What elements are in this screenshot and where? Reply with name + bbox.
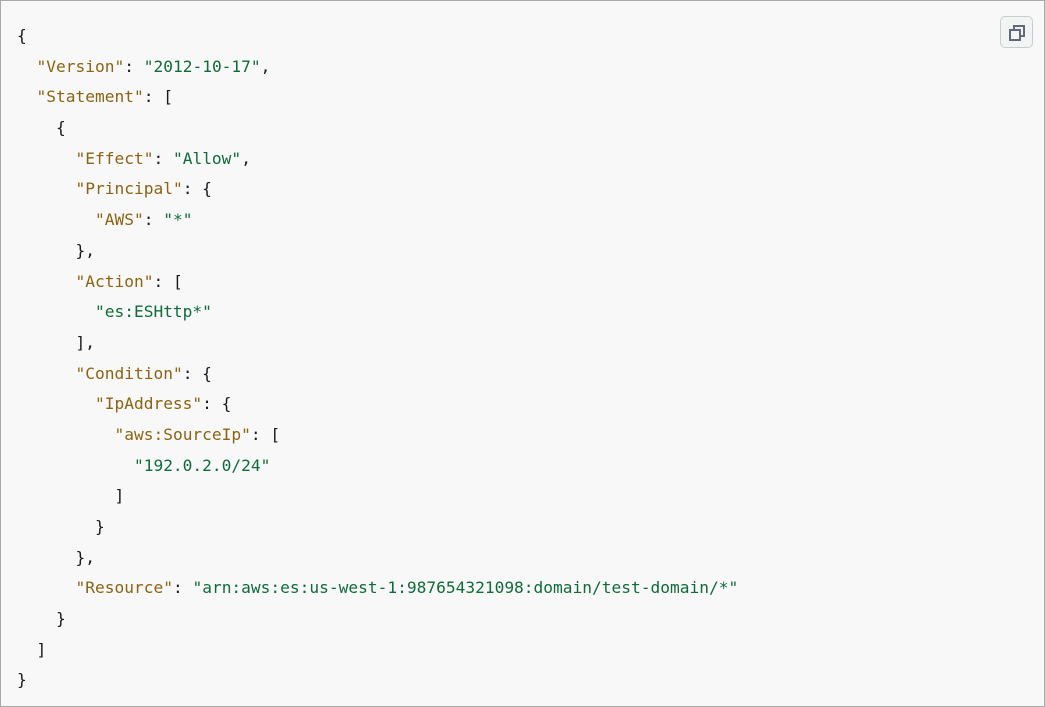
json-string: "192.0.2.0/24" (133, 455, 271, 475)
code-line: ] (17, 481, 738, 512)
json-punctuation: : (172, 578, 193, 598)
json-string: "arn:aws:es:us-west-1:987654321098:domai… (192, 578, 739, 598)
json-punctuation: { (17, 26, 27, 45)
json-punctuation: } (17, 609, 66, 629)
json-punctuation (17, 272, 75, 291)
code-line: "Version": "2012-10-17", (17, 52, 738, 83)
json-string: "Allow" (172, 148, 242, 168)
json-string: "es:ESHttp*" (94, 302, 212, 322)
json-punctuation: } (17, 517, 105, 536)
json-key: "Resource" (75, 578, 173, 598)
code-line: }, (17, 236, 738, 267)
code-line: "Action": [ (17, 267, 738, 298)
json-punctuation: : [ (250, 424, 281, 444)
json-punctuation: ], (17, 332, 95, 352)
code-line: } (17, 665, 738, 696)
json-punctuation: : (124, 56, 144, 76)
code-line: ], (17, 328, 738, 359)
json-punctuation (17, 364, 75, 383)
json-punctuation: : { (182, 363, 212, 383)
json-punctuation: : (153, 148, 173, 168)
json-key: "Effect" (75, 148, 154, 168)
json-string: "2012-10-17" (143, 56, 261, 76)
json-policy-code: { "Version": "2012-10-17", "Statement": … (17, 21, 738, 696)
code-line: "AWS": "*" (17, 205, 738, 236)
json-punctuation: : [ (143, 87, 173, 107)
code-line: { (17, 113, 738, 144)
json-key: "IpAddress" (94, 394, 203, 414)
json-key: "Statement" (36, 87, 144, 107)
json-string: "*" (163, 210, 193, 230)
code-line: "Condition": { (17, 359, 738, 390)
code-line: "es:ESHttp*" (17, 297, 738, 328)
json-punctuation (17, 210, 95, 229)
code-line: "192.0.2.0/24" (17, 451, 738, 482)
json-punctuation: }, (17, 240, 95, 260)
code-line: "Statement": [ (17, 82, 738, 113)
json-key: "AWS" (94, 210, 144, 230)
copy-icon (1009, 25, 1025, 41)
json-key: "Condition" (75, 363, 183, 383)
json-punctuation: ] (17, 639, 47, 659)
json-punctuation: : { (202, 394, 232, 414)
json-punctuation: } (17, 670, 27, 690)
json-punctuation (17, 456, 134, 475)
code-line: "aws:SourceIp": [ (17, 420, 738, 451)
code-line: "Effect": "Allow", (17, 144, 738, 175)
code-line: } (17, 512, 738, 543)
code-line: { (17, 21, 738, 52)
json-punctuation (17, 394, 95, 413)
json-punctuation: : { (182, 179, 212, 199)
json-key: "Principal" (75, 179, 183, 199)
json-punctuation (17, 57, 37, 76)
json-punctuation (17, 87, 37, 106)
json-key: "Action" (75, 271, 154, 291)
json-key: "Version" (36, 56, 125, 76)
json-punctuation: , (241, 148, 251, 168)
json-punctuation (17, 149, 75, 168)
json-punctuation: , (260, 56, 271, 76)
code-line: "Principal": { (17, 174, 738, 205)
code-line: }, (17, 543, 738, 574)
json-punctuation: }, (17, 547, 95, 567)
json-punctuation (17, 302, 95, 321)
copy-button[interactable] (1000, 16, 1033, 48)
json-punctuation (17, 425, 114, 444)
code-line: } (17, 604, 738, 635)
code-line: ] (17, 635, 738, 666)
json-punctuation: : (143, 210, 164, 230)
json-punctuation: { (17, 118, 66, 138)
json-key: "aws:SourceIp" (114, 424, 251, 444)
json-punctuation (17, 578, 75, 597)
code-line: "Resource": "arn:aws:es:us-west-1:987654… (17, 573, 738, 604)
json-punctuation: : [ (153, 271, 183, 291)
code-line: "IpAddress": { (17, 389, 738, 420)
json-punctuation: ] (17, 486, 125, 506)
json-punctuation (17, 179, 75, 198)
